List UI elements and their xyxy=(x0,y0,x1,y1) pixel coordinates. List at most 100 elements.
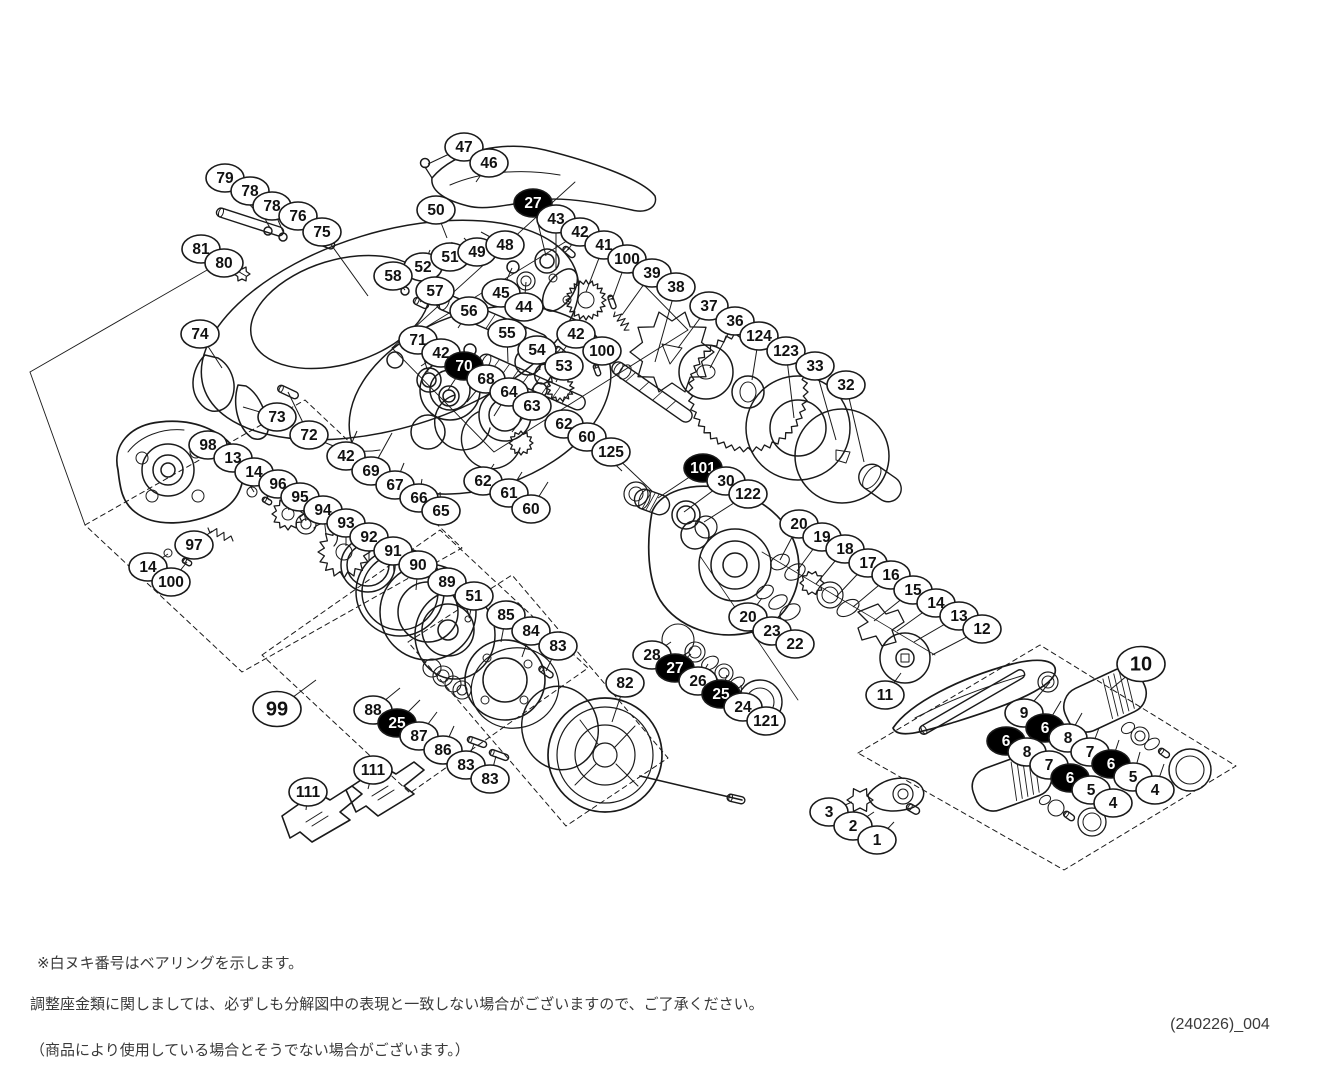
svg-text:11: 11 xyxy=(877,687,894,704)
balloon-111: 111 xyxy=(288,777,328,807)
svg-text:121: 121 xyxy=(753,713,779,730)
svg-text:78: 78 xyxy=(241,183,259,200)
svg-text:83: 83 xyxy=(457,757,475,774)
balloon-56: 56 xyxy=(449,296,489,326)
balloon-122: 122 xyxy=(728,479,768,509)
balloon-99: 99 xyxy=(252,690,302,728)
svg-text:28: 28 xyxy=(643,647,661,664)
svg-text:71: 71 xyxy=(409,332,427,349)
svg-text:24: 24 xyxy=(734,699,752,716)
svg-text:52: 52 xyxy=(414,259,431,276)
svg-text:42: 42 xyxy=(567,326,584,343)
svg-text:96: 96 xyxy=(269,476,287,493)
svg-text:79: 79 xyxy=(216,170,234,187)
svg-text:54: 54 xyxy=(528,342,546,359)
svg-text:13: 13 xyxy=(950,608,968,625)
balloon-123: 123 xyxy=(766,336,806,366)
balloon-111: 111 xyxy=(353,755,393,785)
svg-text:16: 16 xyxy=(882,567,900,584)
balloon-72: 72 xyxy=(289,420,329,450)
svg-text:53: 53 xyxy=(555,358,573,375)
svg-text:100: 100 xyxy=(589,343,615,360)
balloon-82: 82 xyxy=(605,668,645,698)
balloon-12: 12 xyxy=(962,614,1002,644)
svg-text:12: 12 xyxy=(973,621,990,638)
svg-text:61: 61 xyxy=(500,485,518,502)
svg-text:100: 100 xyxy=(614,251,640,268)
balloon-54: 54 xyxy=(517,335,557,365)
svg-text:62: 62 xyxy=(474,473,491,490)
svg-text:2: 2 xyxy=(849,818,858,835)
svg-text:18: 18 xyxy=(836,541,854,558)
svg-text:6: 6 xyxy=(1002,733,1011,750)
svg-text:43: 43 xyxy=(547,211,565,228)
svg-text:4: 4 xyxy=(1151,782,1160,799)
balloon-10: 10 xyxy=(1116,645,1166,683)
svg-text:30: 30 xyxy=(717,473,734,490)
balloon-100: 100 xyxy=(151,567,191,597)
balloon-22: 22 xyxy=(775,629,815,659)
svg-text:17: 17 xyxy=(859,555,876,572)
balloon-44: 44 xyxy=(504,292,544,322)
svg-text:100: 100 xyxy=(158,574,184,591)
balloon-42: 42 xyxy=(556,319,596,349)
svg-text:15: 15 xyxy=(904,582,922,599)
balloon-98: 98 xyxy=(188,430,228,460)
balloon-46: 46 xyxy=(469,148,509,178)
svg-text:97: 97 xyxy=(185,537,202,554)
svg-text:62: 62 xyxy=(555,416,572,433)
balloon-4: 4 xyxy=(1093,788,1133,818)
svg-text:26: 26 xyxy=(689,673,707,690)
svg-text:73: 73 xyxy=(268,409,286,426)
svg-text:6: 6 xyxy=(1066,770,1075,787)
balloon-1: 1 xyxy=(857,825,897,855)
balloon-53: 53 xyxy=(544,351,584,381)
balloon-84: 84 xyxy=(511,616,551,646)
balloon-124: 124 xyxy=(739,321,779,351)
svg-text:33: 33 xyxy=(806,358,824,375)
svg-text:66: 66 xyxy=(410,490,428,507)
washer-note-line2: （商品により使用している場合とそうでない場合がございます。） xyxy=(30,1042,470,1059)
balloon-121: 121 xyxy=(746,706,786,736)
svg-text:75: 75 xyxy=(313,224,331,241)
svg-text:42: 42 xyxy=(571,224,588,241)
svg-text:81: 81 xyxy=(192,241,210,258)
svg-text:39: 39 xyxy=(643,265,661,282)
svg-text:20: 20 xyxy=(790,516,807,533)
svg-text:124: 124 xyxy=(746,328,772,345)
svg-text:122: 122 xyxy=(735,486,761,503)
svg-text:50: 50 xyxy=(427,202,444,219)
balloon-100: 100 xyxy=(582,336,622,366)
svg-text:60: 60 xyxy=(578,429,595,446)
balloon-80: 80 xyxy=(204,248,244,278)
svg-text:93: 93 xyxy=(337,515,355,532)
svg-text:14: 14 xyxy=(927,595,945,612)
svg-text:20: 20 xyxy=(739,609,756,626)
svg-text:94: 94 xyxy=(314,502,332,519)
svg-text:63: 63 xyxy=(523,398,541,415)
svg-text:5: 5 xyxy=(1087,782,1096,799)
svg-text:41: 41 xyxy=(595,237,613,254)
balloon-55: 55 xyxy=(487,318,527,348)
svg-text:99: 99 xyxy=(266,699,288,721)
svg-text:32: 32 xyxy=(837,377,854,394)
svg-text:47: 47 xyxy=(455,139,472,156)
svg-text:1: 1 xyxy=(873,832,882,849)
svg-text:6: 6 xyxy=(1041,720,1050,737)
svg-text:69: 69 xyxy=(362,463,380,480)
svg-text:51: 51 xyxy=(441,249,459,266)
bearing-note: ※白ヌキ番号はベアリングを示します。 xyxy=(37,955,304,972)
svg-text:13: 13 xyxy=(224,450,242,467)
svg-text:38: 38 xyxy=(667,279,685,296)
svg-text:98: 98 xyxy=(199,437,217,454)
svg-text:49: 49 xyxy=(468,244,486,261)
svg-text:56: 56 xyxy=(460,303,478,320)
svg-text:91: 91 xyxy=(384,543,402,560)
svg-text:8: 8 xyxy=(1023,744,1032,761)
svg-text:70: 70 xyxy=(455,358,472,375)
svg-text:25: 25 xyxy=(388,715,406,732)
svg-text:4: 4 xyxy=(1109,795,1118,812)
